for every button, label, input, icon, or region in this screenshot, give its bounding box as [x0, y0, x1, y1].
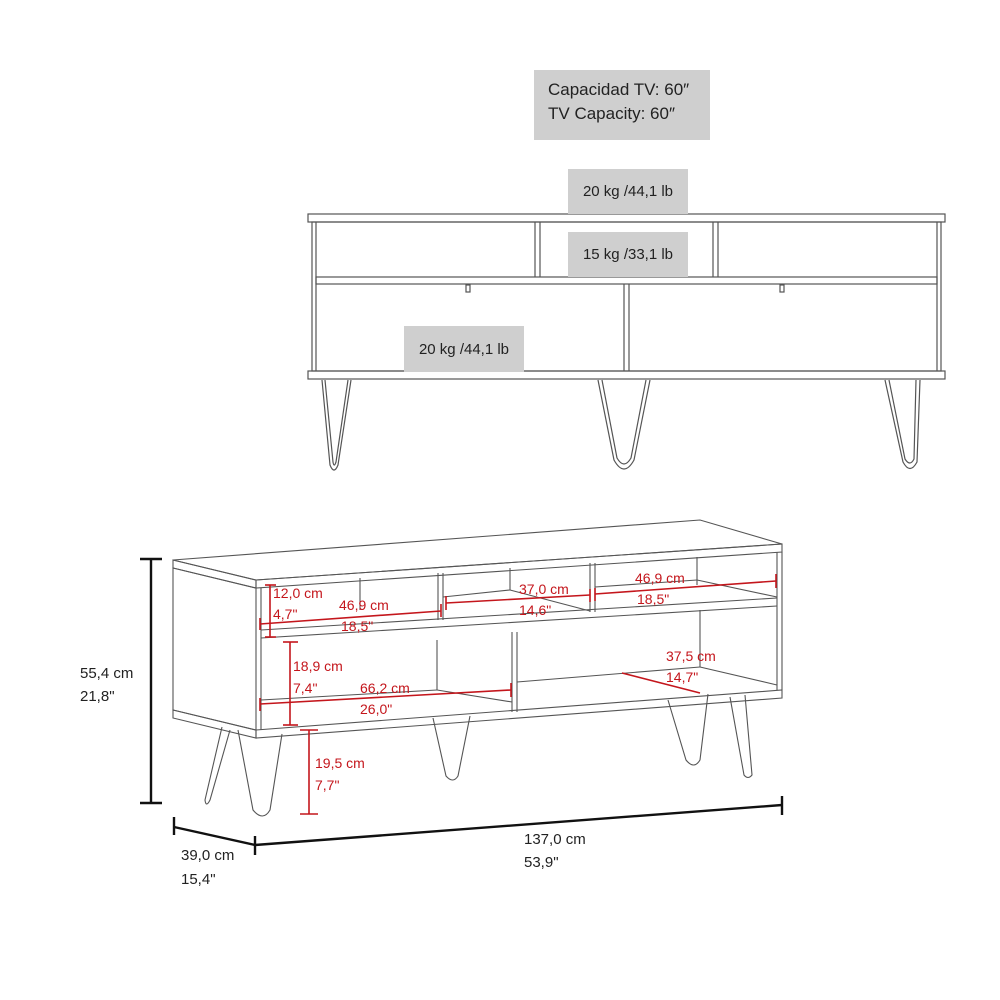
dim-upper-left-width-cm: 46,9 cm	[339, 597, 389, 613]
tv-capacity-en: TV Capacity: 60″	[548, 104, 675, 123]
dim-upper-right-width-in: 18,5"	[637, 591, 670, 607]
dim-leg-height-in: 7,7"	[315, 777, 340, 793]
dim-upper-left-height-in: 4,7"	[273, 606, 298, 622]
dim-upper-right-width-cm: 46,9 cm	[635, 570, 685, 586]
dim-width-in: 53,9"	[524, 854, 559, 871]
dim-upper-left-height-cm: 12,0 cm	[273, 585, 323, 601]
dim-lower-right-depth-in: 14,7"	[666, 669, 699, 685]
dim-leg-height-cm: 19,5 cm	[315, 755, 365, 771]
dimension-lines-red	[259, 574, 777, 815]
dim-height-in: 21,8"	[80, 688, 115, 705]
dimension-lines-black	[140, 557, 784, 855]
dim-depth-in: 15,4"	[181, 871, 216, 888]
load-label-bottom: 20 kg /44,1 lb	[404, 326, 524, 372]
load-label-middle-shelf: 15 kg /33,1 lb	[568, 232, 688, 277]
dim-lower-left-width-in: 26,0"	[360, 701, 393, 717]
dim-upper-middle-width-in: 14,6"	[519, 602, 552, 618]
load-label-top: 20 kg /44,1 lb	[568, 169, 688, 214]
dim-lower-left-height-cm: 18,9 cm	[293, 658, 343, 674]
tv-capacity-label: Capacidad TV: 60″ TV Capacity: 60″	[534, 70, 710, 140]
front-view-drawing	[307, 213, 946, 471]
dim-upper-left-width-in: 18,5"	[341, 618, 374, 634]
perspective-drawing	[172, 519, 783, 817]
dim-depth-cm: 39,0 cm	[181, 847, 235, 864]
dim-upper-middle-width-cm: 37,0 cm	[519, 581, 569, 597]
tv-capacity-es: Capacidad TV: 60″	[548, 80, 690, 99]
dim-height-cm: 55,4 cm	[80, 665, 134, 682]
dim-lower-left-height-in: 7,4"	[293, 680, 318, 696]
dim-lower-right-depth-cm: 37,5 cm	[666, 648, 716, 664]
dim-width-cm: 137,0 cm	[524, 831, 586, 848]
dim-lower-left-width-cm: 66,2 cm	[360, 680, 410, 696]
